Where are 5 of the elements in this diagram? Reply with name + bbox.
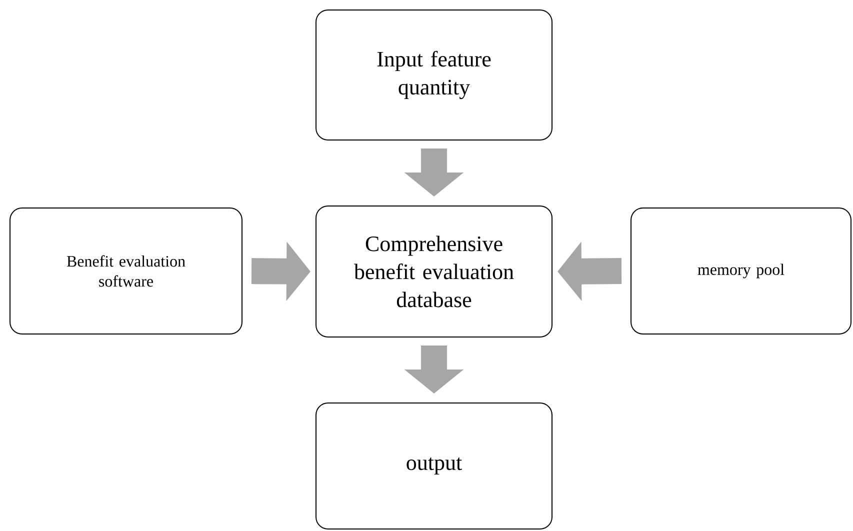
process-box: memory pool [630,208,852,334]
process-box: Benefit evaluation software [10,208,242,334]
process-box: Comprehensive benefit evaluation database [316,206,552,338]
process-box: output [316,402,552,530]
process-box: Input feature quantity [316,10,552,140]
